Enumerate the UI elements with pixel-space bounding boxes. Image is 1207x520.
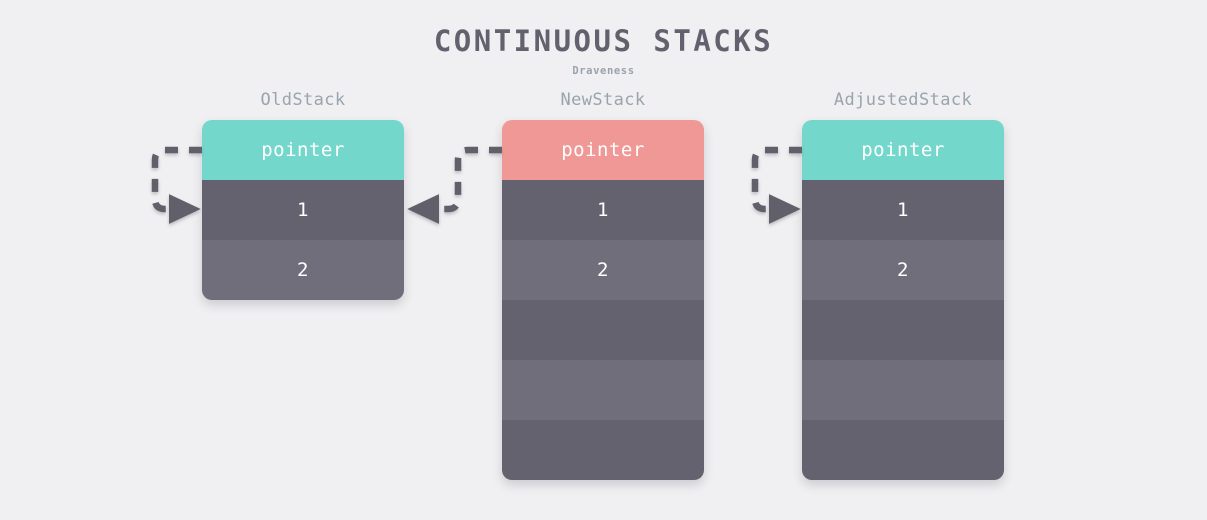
stack-label-oldstack: OldStack (260, 90, 346, 110)
stack-cell-adjustedstack-4[interactable] (802, 420, 1004, 480)
stack-cell-adjustedstack-2[interactable] (802, 300, 1004, 360)
stack-cell-newstack-pointer[interactable]: pointer (502, 120, 704, 180)
stack-cell-adjustedstack-3[interactable] (802, 360, 1004, 420)
stack-cell-newstack-1[interactable]: 2 (502, 240, 704, 300)
stack-box-oldstack: pointer 1 2 (202, 120, 404, 300)
stack-cell-newstack-2[interactable] (502, 300, 704, 360)
stack-box-adjustedstack: pointer 1 2 (802, 120, 1004, 480)
stack-cell-oldstack-1[interactable]: 2 (202, 240, 404, 300)
stack-cell-newstack-4[interactable] (502, 420, 704, 480)
page-subtitle: Draveness (572, 65, 635, 78)
stack-cell-oldstack-pointer[interactable]: pointer (202, 120, 404, 180)
stack-cell-newstack-3[interactable] (502, 360, 704, 420)
stack-cell-adjustedstack-pointer[interactable]: pointer (802, 120, 1004, 180)
connector-newstack-pointer-to-oldstack-row1 (407, 146, 502, 224)
connector-adjustedstack-pointer-to-row1 (751, 146, 802, 224)
stack-label-newstack: NewStack (560, 90, 646, 110)
stack-cell-adjustedstack-0[interactable]: 1 (802, 180, 1004, 240)
stack-cell-adjustedstack-1[interactable]: 2 (802, 240, 1004, 300)
page-title: CONTINUOUS STACKS (433, 24, 774, 58)
connector-oldstack-pointer-to-row1 (151, 146, 202, 224)
title-block: CONTINUOUS STACKS Draveness (0, 24, 1207, 78)
stack-cell-newstack-0[interactable]: 1 (502, 180, 704, 240)
stack-box-newstack: pointer 1 2 (502, 120, 704, 480)
stack-cell-oldstack-0[interactable]: 1 (202, 180, 404, 240)
stack-label-adjustedstack: AdjustedStack (833, 90, 973, 110)
